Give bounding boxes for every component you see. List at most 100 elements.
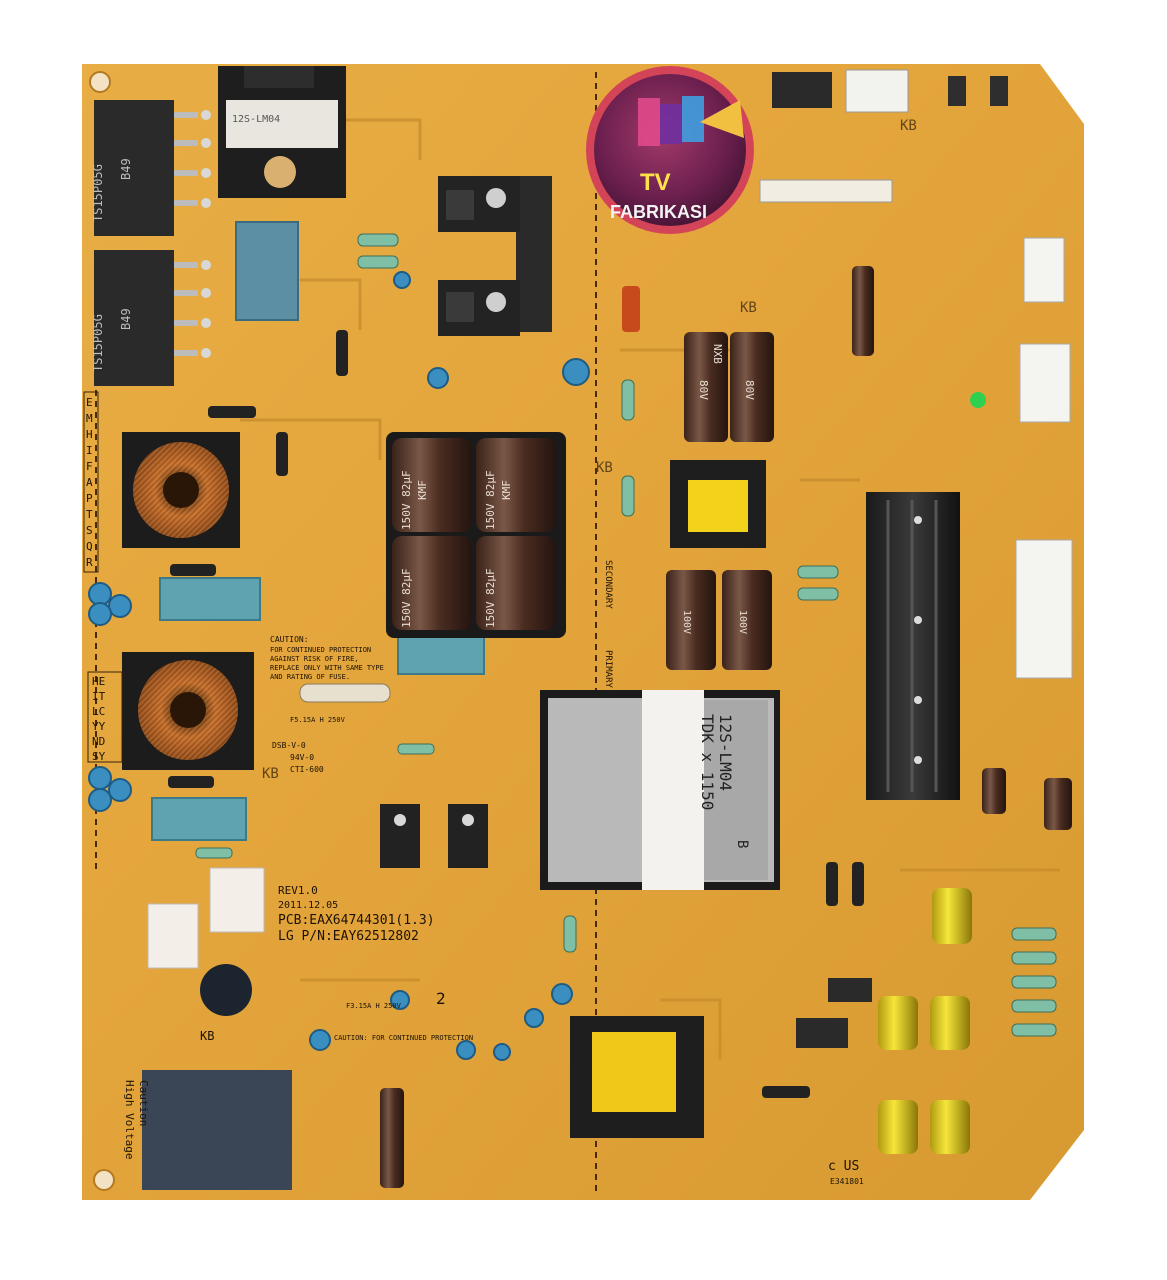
silk-kb-mark: KB [200,1029,214,1043]
relay-1 [209,867,265,933]
silk-ul-mark: c US [828,1159,859,1174]
red-capacitor [622,286,640,332]
silk-caution-bottom: CAUTION: FOR CONTINUED PROTECTION [334,1034,473,1042]
silk-caution-title: CAUTION: [270,635,309,644]
country-code: P [86,492,93,505]
heatsink-right [866,492,960,800]
common-mode-choke-2 [122,652,254,770]
cap-mid-label: 80V [697,380,710,400]
kb-mark: KB [740,300,757,316]
cap-big-brand: KMF [500,480,513,500]
transformer-top-label: 12S-LM04 [232,114,280,125]
standby-transformer [670,460,766,548]
silk-standard-1: DSB-V-0 [272,741,306,750]
tv-fabrikasi-logo: TV FABRIKASI [586,66,754,234]
silk-mark-2: 2 [436,989,446,1008]
cap-big-label: 150V 82µF [400,568,413,628]
resistors [195,233,1057,1037]
relay-2 [147,903,199,969]
yellow-capacitors [878,888,972,1154]
country-code: I [86,444,93,457]
silk-caution-line-2: AGAINST RISK OF FIRE, [270,655,359,663]
silk-fuse-rating-2: F3.15A H 250V [346,1002,402,1010]
cap-small-label: 100V [681,610,692,634]
silk-standard-3: CTI-600 [290,765,324,774]
bridge-rectifier-top [94,100,211,236]
mosfets-middle [380,804,488,868]
silk-caution-line-4: AND RATING OF FUSE. [270,673,350,681]
mount-hole-bottom-left [93,1169,115,1191]
cap-big-label: 150V 82µF [484,470,497,530]
bridge-rectifier-bottom [94,250,211,386]
varistor [200,964,252,1016]
country-code: ND [92,735,105,748]
kb-marks: KB KB KB KB [262,118,917,782]
main-transformer-label: 12S-LM04 [716,714,735,791]
x-capacitor-4 [151,797,247,841]
silk-pcb: PCB:EAX64744301(1.3) [278,913,435,928]
kb-mark: KB [596,460,613,476]
country-code: LC [92,705,105,718]
small-electrolytics [380,266,1072,1188]
silk-fuse-rating: F5.15A H 250V [290,716,346,724]
bridge-1-label: TS15P05G [91,164,105,222]
cap-big-brand: KMF [416,480,429,500]
cap-big-label: 150V 82µF [400,470,413,530]
country-code: HE [92,675,105,688]
silk-caution-hv: Caution [137,1080,150,1126]
silkscreen-text: REV1.0 2011.12.05 PCB:EAX64744301(1.3) L… [123,560,864,1186]
x-capacitor-3 [397,633,485,675]
silk-standard-2: 94V-0 [290,753,314,762]
silk-primary: PRIMARY [603,650,613,689]
logo-line-1: TV [640,169,671,196]
country-code: S [86,524,93,537]
green-led [970,392,986,408]
main-transformer-label-3: B [734,840,750,848]
common-mode-choke-1 [122,432,240,548]
country-code: E [86,396,93,409]
connectors [142,69,1073,1190]
cap-big-label: 150V 82µF [484,568,497,628]
country-code: H [86,428,93,441]
country-code: R [86,556,93,569]
country-code: IT [92,690,106,703]
silk-caution-line-3: REPLACE ONLY WITH SAME TYPE [270,664,384,672]
country-code-strip-bottom: HE IT LC YY ND SY [87,671,123,763]
bridge-1-code: B49 [119,158,133,180]
silk-part-no: LG P/N:EAY62512802 [278,929,419,944]
serial-label [759,179,893,203]
cap-small-label: 100V [737,610,748,634]
logo-line-2: FABRIKASI [610,202,707,222]
output-capacitors-top [666,332,774,670]
silk-rev: REV1.0 [278,884,318,897]
kb-mark: KB [900,118,917,134]
country-code: SY [92,750,106,763]
board-corner-top-right [1040,64,1084,124]
cap-mid-label: 80V [743,380,756,400]
component-markings: TS15P05G B49 TS15P05G B49 12S-LM04 12S-L… [91,114,756,848]
bridge-2-label: TS15P05G [91,314,105,372]
main-transformer-label-2: TDK x 1150 [698,714,717,810]
aux-transformer-bottom [570,1016,704,1138]
country-code: YY [92,720,106,733]
mosfet-heatsink-top [438,176,552,336]
country-code-strip-left: E M H I F A P T S Q R [83,391,99,573]
y-capacitors [88,271,590,1061]
silk-date: 2011.12.05 [278,900,338,911]
diodes [168,330,864,1098]
silk-caution-line-1: FOR CONTINUED PROTECTION [270,646,371,654]
x-capacitor-1 [235,221,299,321]
bridge-2-code: B49 [119,308,133,330]
main-transformer [540,690,780,890]
country-code: M [86,412,93,425]
cap-mid-brand: NXB [711,344,724,364]
x-capacitor-2 [159,577,261,621]
silk-secondary: SECONDARY [603,560,613,609]
board-corner-bottom-right [1030,1130,1084,1200]
silk-high-voltage: High Voltage [123,1080,136,1159]
mount-hole-top-left [89,71,111,93]
country-code: A [86,476,93,489]
silk-ul-file: E341801 [830,1177,864,1186]
transformer-top [218,66,346,198]
